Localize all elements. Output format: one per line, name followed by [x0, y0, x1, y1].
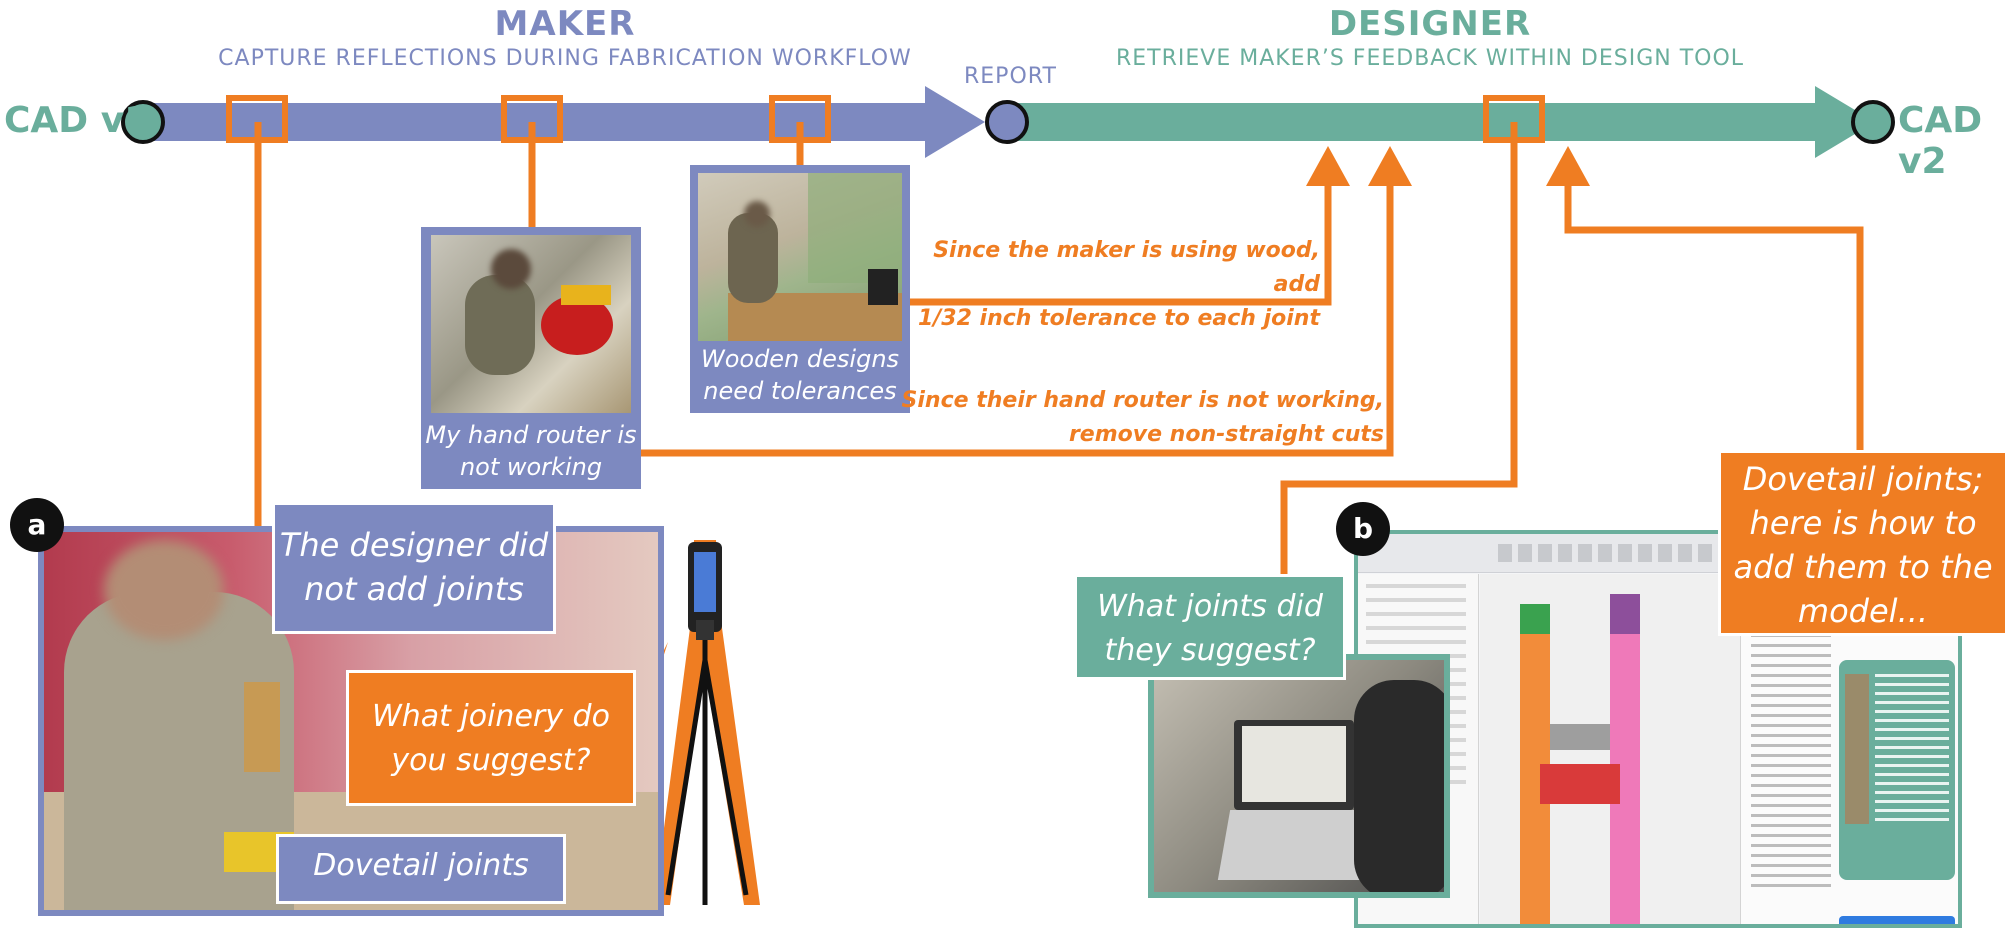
bubble-dovetail: Dovetail joints — [276, 834, 566, 904]
bubble-what-joinery: What joinery do you suggest? — [346, 670, 636, 806]
connector-return — [1564, 180, 1864, 450]
maker-subtitle: CAPTURE REFLECTIONS DURING FABRICATION W… — [218, 46, 912, 71]
photo-saw — [431, 235, 631, 413]
photo-workbench — [698, 173, 902, 341]
connector-tolerance — [908, 180, 1332, 306]
designer-timeline-arrow — [1005, 86, 1875, 158]
panel-b-photo — [1148, 654, 1450, 898]
arrowheads — [1306, 146, 1590, 186]
panel-b-marker: b — [1336, 502, 1390, 556]
card-caption-tolerance: Wooden designs need tolerances — [700, 345, 900, 405]
suggestion-router: Since their hand router is not working, … — [901, 388, 1384, 447]
marker-square-2 — [501, 95, 563, 143]
marker-square-4 — [1483, 95, 1545, 143]
report-label: REPORT — [964, 64, 1057, 89]
bubble-what-joints: What joints did they suggest? — [1074, 574, 1346, 680]
arrowhead-router — [1368, 146, 1412, 186]
maker-title: MAKER — [494, 4, 636, 44]
panel-a-marker: a — [10, 498, 64, 552]
start-label: CAD v1 — [4, 100, 150, 141]
connector-b — [1280, 122, 1518, 574]
suggestion-tolerance: Since the maker is using wood, add 1/32 … — [917, 238, 1320, 331]
arrowhead-tolerance — [1306, 146, 1350, 186]
node-cad-v1 — [121, 100, 165, 144]
timeline-markers — [226, 95, 1545, 143]
maker-card-tolerance: Wooden designs need tolerances — [690, 165, 910, 413]
bubble-dovetail-answer: Dovetail joints; here is how to add them… — [1718, 450, 2008, 636]
marker-square-1 — [226, 95, 288, 143]
phone-tripod — [654, 540, 760, 905]
marker-square-3 — [769, 95, 831, 143]
node-report — [985, 100, 1029, 144]
node-cad-v2 — [1851, 100, 1895, 144]
designer-title: DESIGNER — [1328, 4, 1532, 44]
connector-router — [640, 180, 1394, 457]
end-label: CAD v2 — [1898, 100, 1983, 182]
card-caption-router: My hand router is not working — [425, 421, 637, 481]
connector-lines — [254, 122, 1864, 574]
arrowhead-return — [1546, 146, 1590, 186]
bubble-designer-did-not-add: The designer did not add joints — [272, 502, 556, 634]
tool-ai-panel — [1740, 574, 1958, 924]
designer-subtitle: RETRIEVE MAKER’S FEEDBACK WITHIN DESIGN … — [1115, 46, 1745, 71]
maker-card-router: My hand router is not working — [421, 227, 641, 489]
tool-canvas — [1480, 574, 1740, 924]
